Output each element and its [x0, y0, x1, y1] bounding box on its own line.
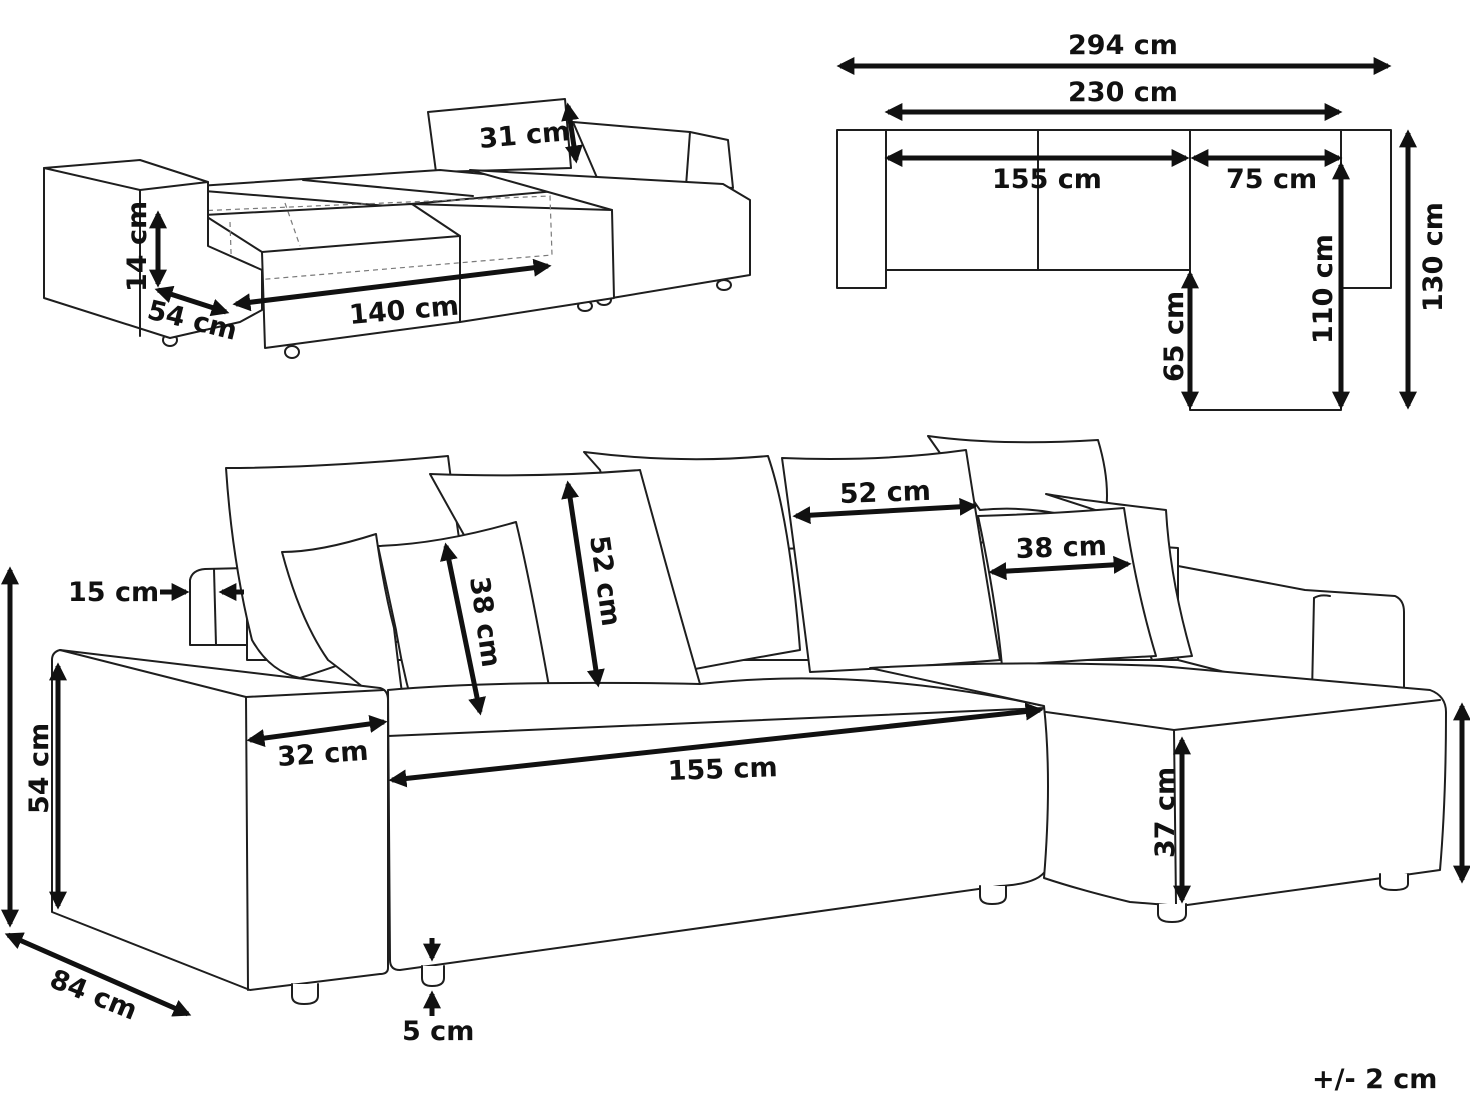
label-155cm-top: 155 cm — [992, 164, 1102, 195]
top-view-plan — [836, 57, 1417, 411]
label-110cm: 110 cm — [1308, 234, 1339, 344]
pullout-bed-view — [43, 98, 751, 359]
label-230cm: 230 cm — [1068, 77, 1178, 108]
label-52cm-width: 52 cm — [839, 476, 931, 510]
top-view-labels: 294 cm 230 cm 155 cm 75 cm 110 cm 130 cm… — [992, 30, 1449, 382]
label-54cm-height: 54 cm — [24, 723, 55, 814]
label-38cm-width: 38 cm — [1015, 531, 1107, 565]
label-294cm: 294 cm — [1068, 30, 1178, 61]
label-14cm: 14 cm — [122, 201, 153, 292]
label-65cm: 65 cm — [1159, 291, 1190, 382]
main-sofa-view — [1, 435, 1470, 1017]
label-155cm-seat: 155 cm — [667, 752, 778, 787]
small-cushion-1 — [281, 533, 407, 723]
label-15cm: 15 cm — [68, 577, 159, 608]
label-5cm: 5 cm — [402, 1016, 474, 1047]
label-37cm: 37 cm — [1150, 767, 1181, 858]
label-75cm: 75 cm — [1226, 164, 1317, 195]
label-130cm: 130 cm — [1418, 202, 1449, 312]
small-cushion-3 — [977, 507, 1157, 667]
tolerance-note: +/- 2 cm — [1312, 1064, 1437, 1095]
label-32cm: 32 cm — [276, 736, 369, 773]
